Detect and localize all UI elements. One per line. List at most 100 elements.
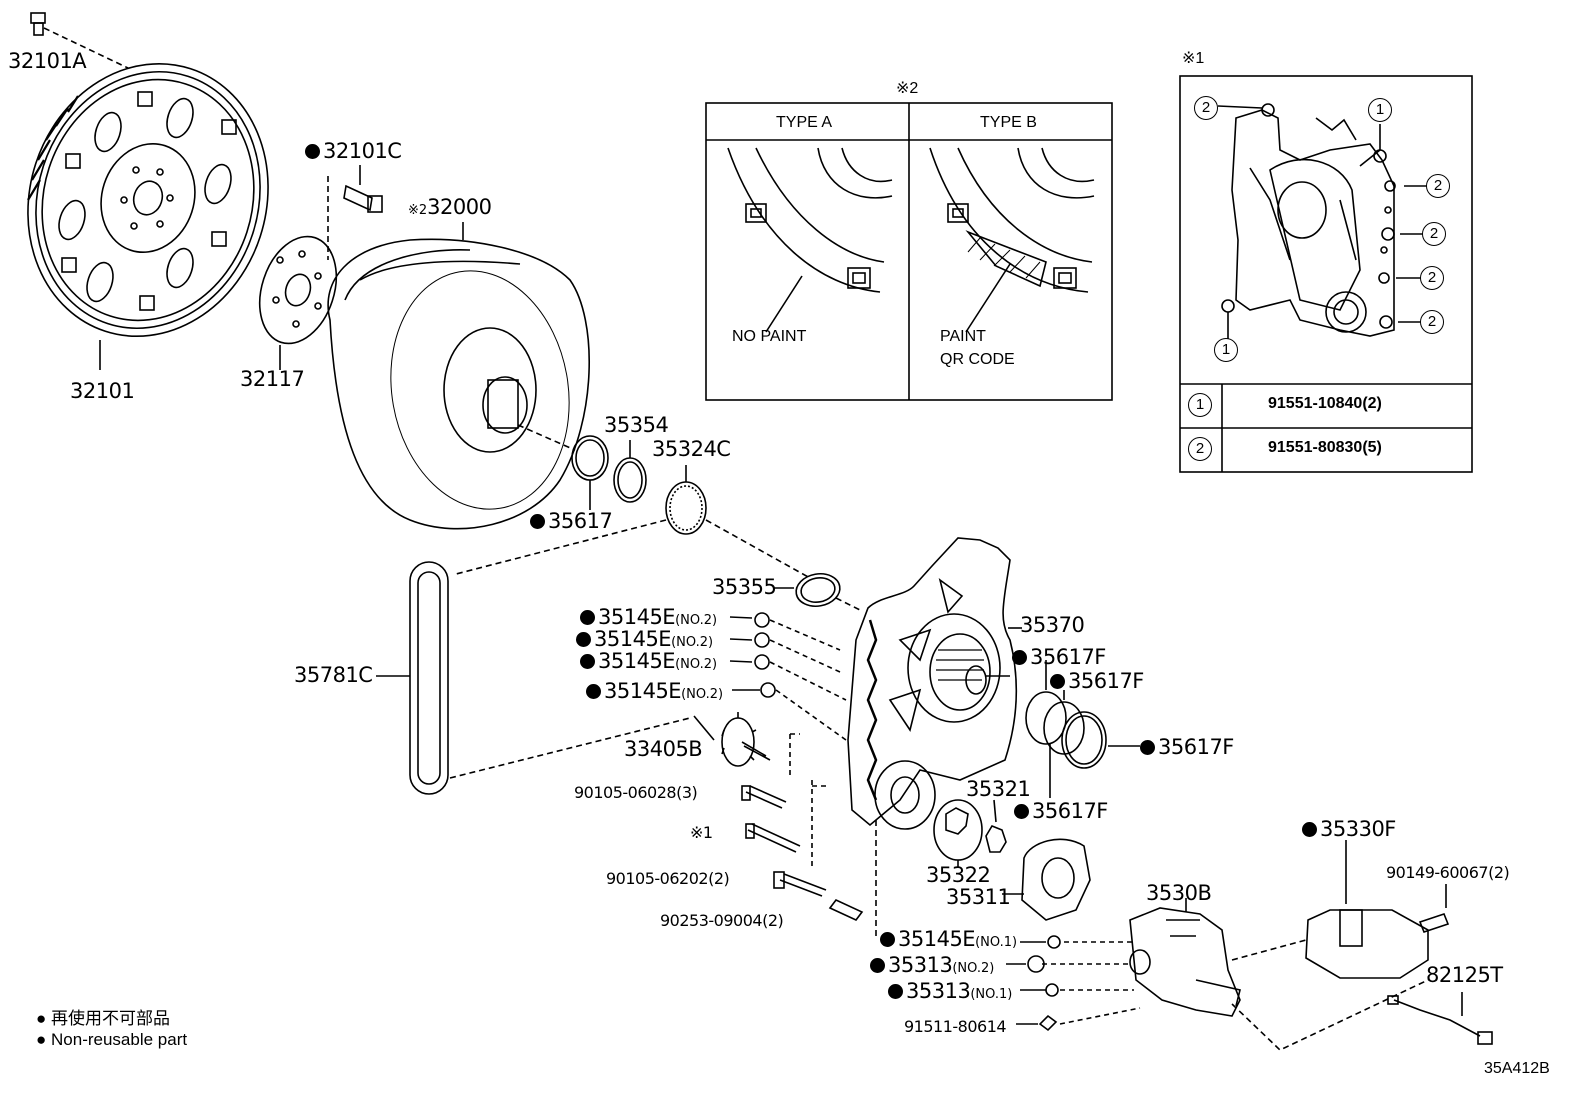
part-label-35617F-1: 35617F <box>1012 646 1106 668</box>
part-number: 35145E <box>594 627 672 651</box>
type-box-ref: ※2 <box>896 80 919 97</box>
type-a-caption: NO PAINT <box>732 328 807 345</box>
torque-converter-drawing <box>327 222 590 530</box>
part-note: (NO.2) <box>675 613 718 628</box>
part-note: (NO.2) <box>681 687 724 702</box>
non-reusable-dot <box>888 984 903 999</box>
part-note: (NO.1) <box>975 935 1018 950</box>
part-label-35313-no1: 35313(NO.1) <box>888 980 1012 1006</box>
callout-marker-1: 1 <box>1214 338 1238 362</box>
note-ref-1: ※1 <box>690 823 713 842</box>
part-label-35145E-3: 35145E(NO.2) <box>580 650 717 676</box>
part-label-35781C: 35781C <box>294 663 373 687</box>
non-reusable-dot <box>870 958 885 973</box>
part-label-91511-80614: 91511-80614 <box>904 1017 1007 1036</box>
part-label-35324C: 35324C <box>652 437 731 461</box>
part-number: 35617F <box>1068 669 1144 693</box>
part-label-90253-09004: 90253-09004(2) <box>660 911 784 930</box>
part-label-33405B: 33405B <box>624 737 703 761</box>
part-number: 35145E <box>598 605 676 629</box>
part-label-35617F-4: 35617F <box>1014 800 1108 822</box>
part-label-32101C: 32101C <box>305 139 402 163</box>
part-label-35322: 35322 <box>926 863 991 887</box>
type-b-heading: TYPE B <box>980 114 1037 131</box>
part-number: 32000 <box>427 195 492 219</box>
part-number: 32101C <box>323 139 402 163</box>
callout-marker-2: 2 <box>1194 96 1218 120</box>
part-note: (NO.2) <box>671 635 714 650</box>
part-number: 35145E <box>898 927 976 951</box>
table-marker-2: 2 <box>1188 437 1212 461</box>
part-note: (NO.1) <box>970 987 1013 1002</box>
part-label-32101: 32101 <box>70 379 135 403</box>
legend-text-en: Non-reusable part <box>51 1030 188 1049</box>
part-label-35321: 35321 <box>966 777 1031 801</box>
callout-marker-2: 2 <box>1422 222 1446 246</box>
non-reusable-dot <box>580 610 595 625</box>
part-label-32101A: 32101A <box>8 49 87 73</box>
part-label-35617F-2: 35617F <box>1050 670 1144 692</box>
legend-en: ● Non-reusable part <box>36 1030 187 1050</box>
oil-pump-body-drawing <box>847 537 1022 830</box>
part-number: 35313 <box>906 979 971 1003</box>
type-a-heading: TYPE A <box>776 114 833 131</box>
non-reusable-dot <box>1302 822 1317 837</box>
part-label-35354: 35354 <box>604 413 669 437</box>
table-part-2: 91551-80830(5) <box>1268 439 1382 456</box>
part-label-3530B: 3530B <box>1146 881 1212 905</box>
part-label-35311: 35311 <box>946 885 1011 909</box>
part-number: 35617F <box>1158 735 1234 759</box>
part-number: 35617 <box>548 509 613 533</box>
non-reusable-dot <box>1012 650 1027 665</box>
non-reusable-dot <box>1050 674 1065 689</box>
legend-ja: ● 再使用不可部品 <box>36 1004 170 1029</box>
callout-marker-2: 2 <box>1420 310 1444 334</box>
detail-box-ref: ※1 <box>1182 50 1205 67</box>
non-reusable-dot <box>530 514 545 529</box>
part-number: 35330F <box>1320 817 1396 841</box>
callout-marker-2: 2 <box>1426 174 1450 198</box>
part-label-90105-06202: 90105-06202(2) <box>606 869 730 888</box>
part-label-35145E-4: 35145E(NO.2) <box>586 680 723 706</box>
non-reusable-dot <box>1014 804 1029 819</box>
part-label-35145E-2: 35145E(NO.2) <box>576 628 713 654</box>
non-reusable-dot <box>305 144 320 159</box>
part-label-35617: 35617 <box>530 509 613 533</box>
type-b-caption-paint: PAINT <box>940 328 986 345</box>
drive-plate-drawing <box>27 62 269 338</box>
non-reusable-dot <box>580 654 595 669</box>
part-number: 35145E <box>604 679 682 703</box>
part-label-35355: 35355 <box>712 575 777 599</box>
non-reusable-dot <box>576 632 591 647</box>
non-reusable-dot <box>1140 740 1155 755</box>
part-number: 35617F <box>1032 799 1108 823</box>
part-label-35145E-no1: 35145E(NO.1) <box>880 928 1017 954</box>
callout-marker-2: 2 <box>1420 266 1444 290</box>
non-reusable-dot <box>880 932 895 947</box>
part-label-32117: 32117 <box>240 367 305 391</box>
part-number: 35145E <box>598 649 676 673</box>
part-label-35370: 35370 <box>1020 613 1085 637</box>
part-label-35145E-1: 35145E(NO.2) <box>580 606 717 632</box>
part-label-82125T: 82125T <box>1426 963 1503 987</box>
part-note: (NO.2) <box>952 961 995 976</box>
part-label-32000: ※232000 <box>408 195 492 222</box>
diagram-code: 35A412B <box>1484 1060 1550 1077</box>
table-marker-1: 1 <box>1188 393 1212 417</box>
part-label-35313-no2: 35313(NO.2) <box>870 954 994 980</box>
legend-dot: ● <box>36 1009 47 1028</box>
table-part-1: 91551-10840(2) <box>1268 395 1382 412</box>
part-label-35617F-3: 35617F <box>1140 736 1234 758</box>
note-ref: ※2 <box>408 203 428 218</box>
part-number: 35313 <box>888 953 953 977</box>
callout-marker-1: 1 <box>1368 98 1392 122</box>
legend-text-ja: 再使用不可部品 <box>51 1009 171 1028</box>
part-number: 35617F <box>1030 645 1106 669</box>
part-label-35330F: 35330F <box>1302 818 1396 840</box>
part-label-90149-60067: 90149-60067(2) <box>1386 863 1510 882</box>
legend-dot: ● <box>36 1030 47 1049</box>
type-b-caption-qr: QR CODE <box>940 351 1015 368</box>
part-label-90105-06028: 90105-06028(3) <box>574 783 698 802</box>
